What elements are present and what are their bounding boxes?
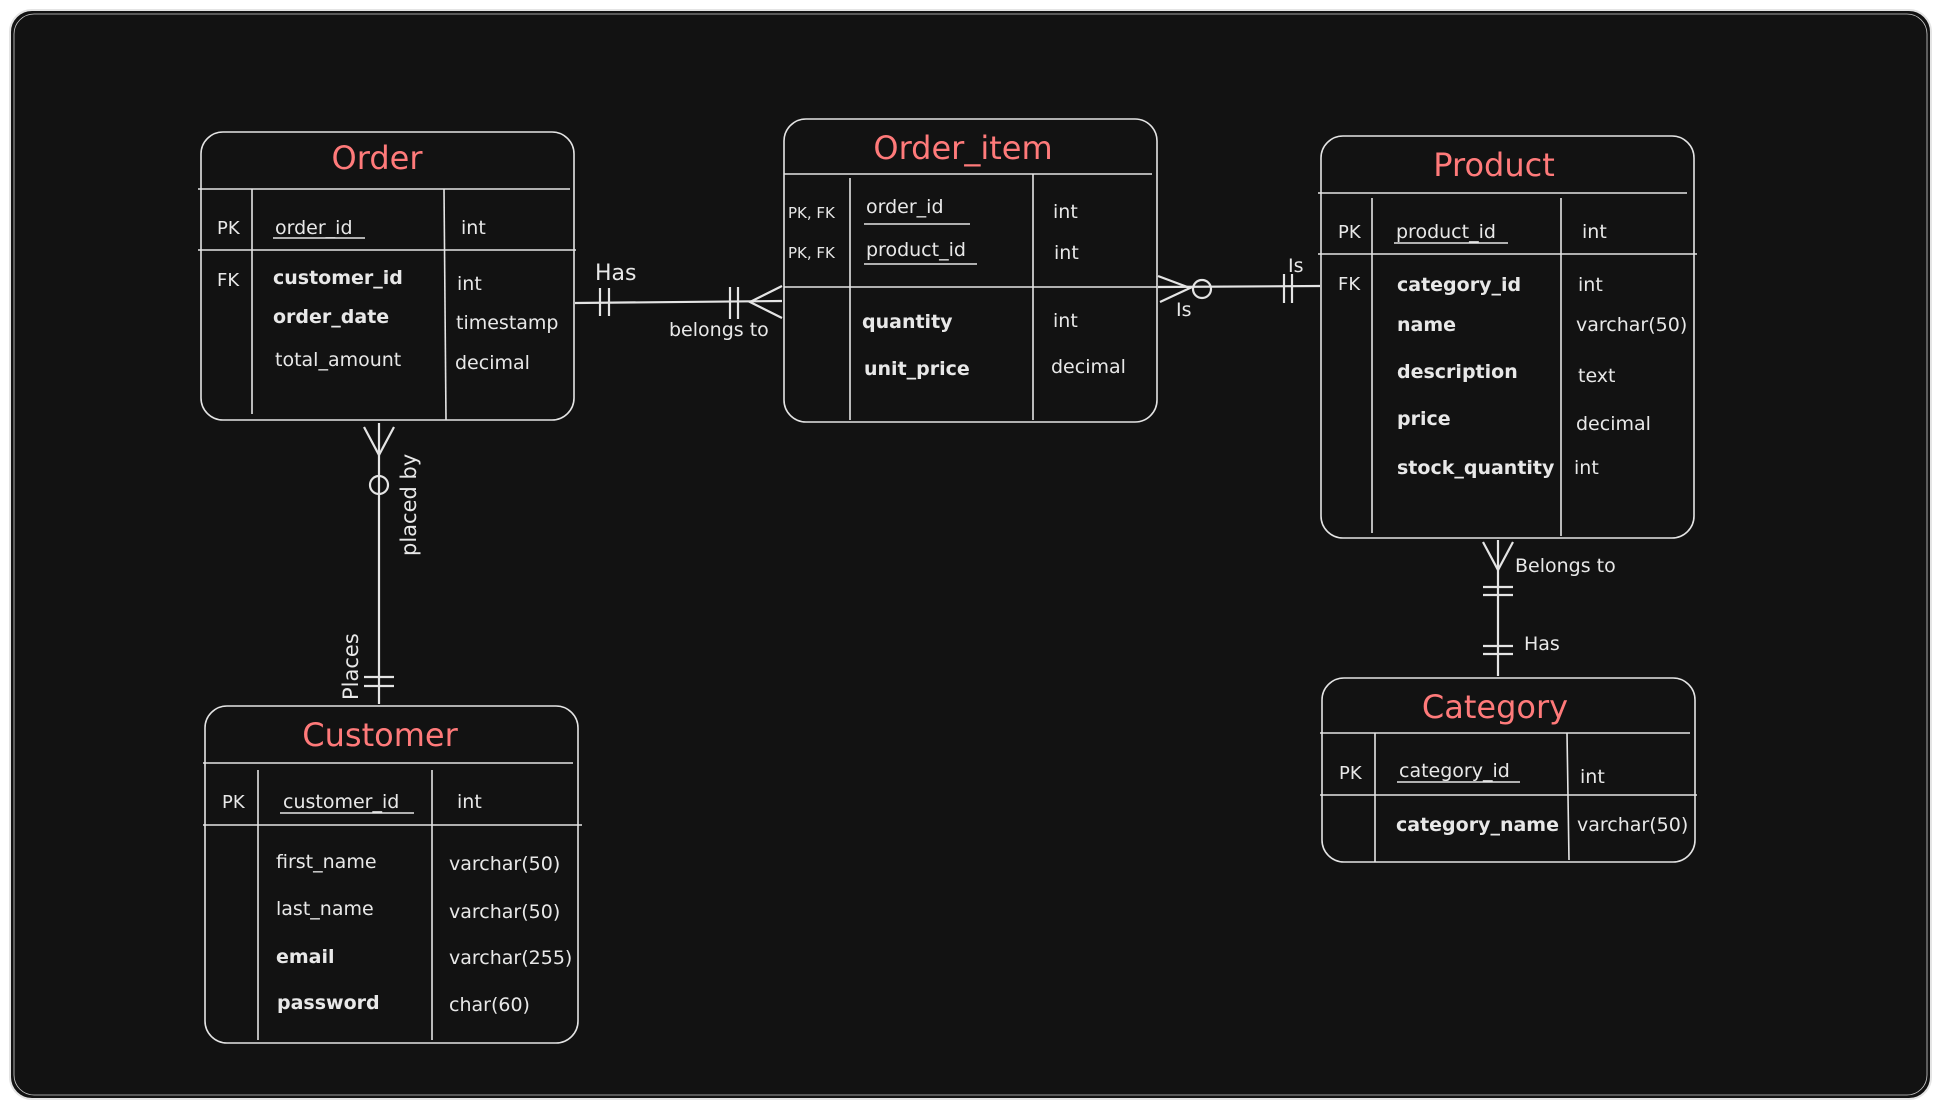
entity-title: Order [332, 139, 424, 177]
key-label: FK [217, 270, 240, 291]
field-name: quantity [862, 311, 953, 333]
field-type: int [457, 791, 482, 813]
field-name: customer_id [273, 267, 403, 289]
field-type: varchar(50) [449, 901, 560, 923]
entity-title: Customer [302, 716, 458, 754]
entity-product-box [1320, 135, 1695, 539]
field-name: email [276, 946, 335, 968]
field-type: varchar(50) [1576, 314, 1687, 336]
crows-foot-marker [363, 426, 395, 458]
field-name: unit_price [864, 358, 970, 380]
field-type: int [1578, 274, 1603, 296]
field-type: int [1574, 457, 1599, 479]
relationship-label: Is [1176, 299, 1192, 321]
field-name: description [1397, 361, 1518, 383]
relationship-order-orderitem[interactable]: Has belongs to [574, 261, 783, 341]
field-name: last_name [276, 898, 374, 920]
key-label: FK [1338, 274, 1361, 295]
field-type: varchar(50) [1577, 814, 1688, 836]
field-name: category_name [1396, 814, 1559, 836]
relationship-label: belongs to [669, 319, 769, 341]
entity-title: Category [1422, 688, 1568, 726]
field-name: order_date [273, 306, 389, 328]
field-type: int [461, 217, 486, 239]
relationship-order-customer[interactable]: placed by Places [339, 423, 421, 704]
field-name: category_id [1397, 274, 1521, 296]
entity-category[interactable]: Category PK category_id int category_nam… [1320, 677, 1697, 863]
field-type: varchar(50) [449, 853, 560, 875]
entity-order[interactable]: Order PK order_id int FK customer_id int… [198, 131, 576, 421]
field-type: decimal [1051, 356, 1126, 378]
key-label: PK [217, 218, 241, 239]
field-name: name [1397, 314, 1456, 336]
field-type: int [1053, 310, 1078, 332]
relationship-label: placed by [397, 454, 421, 556]
field-name: category_id [1399, 760, 1510, 782]
field-name: product_id [1396, 221, 1496, 243]
relationship-label: Has [595, 261, 637, 286]
relationship-label: Places [339, 633, 363, 700]
crows-foot-marker [1157, 274, 1193, 303]
field-type: text [1578, 365, 1616, 387]
relationship-orderitem-product[interactable]: Is Is [1157, 255, 1321, 321]
field-type: int [1054, 242, 1079, 264]
crows-foot-marker [1482, 541, 1514, 573]
field-type: timestamp [456, 312, 559, 334]
entity-customer-box [204, 705, 579, 1044]
field-type: char(60) [449, 994, 530, 1016]
entity-order-box [200, 131, 575, 421]
field-name: customer_id [283, 791, 399, 813]
zero-optional-marker [1191, 278, 1213, 300]
field-name: order_id [866, 196, 944, 218]
diagram-frame [9, 9, 1932, 1100]
field-type: int [1580, 766, 1605, 788]
relationship-product-category[interactable]: Belongs to Has [1482, 540, 1616, 676]
key-label: PK [1338, 222, 1362, 243]
field-type: decimal [1576, 413, 1651, 435]
entity-customer[interactable]: Customer PK customer_id int first_name v… [203, 705, 582, 1044]
key-label: PK, FK [788, 204, 836, 222]
field-name: stock_quantity [1397, 457, 1555, 479]
field-name: total_amount [275, 349, 401, 371]
entity-category-box [1321, 677, 1696, 863]
entity-order-item[interactable]: Order_item PK, FK order_id int PK, FK pr… [783, 118, 1158, 423]
field-name: password [277, 992, 380, 1014]
entity-title: Order_item [873, 129, 1052, 167]
field-type: int [457, 273, 482, 295]
field-type: varchar(255) [449, 947, 572, 969]
field-name: first_name [276, 851, 377, 873]
field-name: product_id [866, 239, 966, 261]
entity-product[interactable]: Product PK product_id int FK category_id… [1318, 135, 1697, 539]
entity-title: Product [1433, 146, 1555, 184]
crows-foot-marker [747, 285, 783, 319]
field-type: decimal [455, 352, 530, 374]
key-label: PK, FK [788, 244, 836, 262]
zero-optional-marker [368, 474, 390, 496]
field-name: price [1397, 408, 1451, 430]
relationship-label: Belongs to [1515, 555, 1616, 577]
key-label: PK [222, 792, 246, 813]
relationship-label: Has [1524, 633, 1560, 655]
key-label: PK [1339, 763, 1363, 784]
relationship-label: Is [1288, 255, 1304, 277]
entity-order-item-box [783, 118, 1158, 423]
field-type: int [1582, 221, 1607, 243]
field-name: order_id [275, 217, 353, 239]
field-type: int [1053, 201, 1078, 223]
